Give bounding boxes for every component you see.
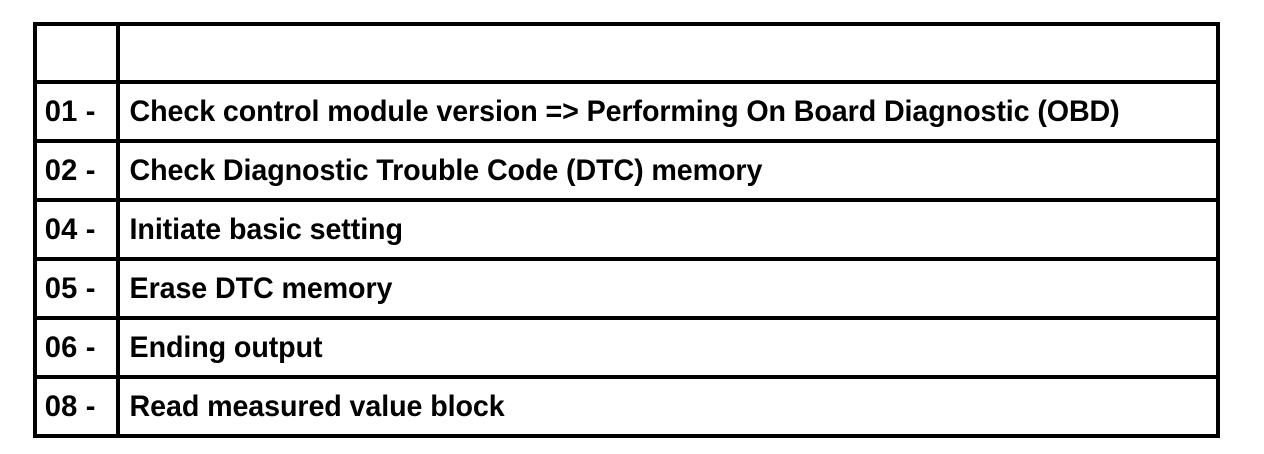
row-description-label: Ending output (129, 330, 323, 364)
row-description-label: Check control module version => Performi… (129, 94, 1120, 128)
row-description-cell: Erase DTC memory (116, 257, 1220, 320)
row-code-cell: 06 - (33, 316, 120, 379)
row-description-label: Erase DTC memory (129, 271, 393, 305)
row-description-cell: Check control module version => Performi… (116, 80, 1220, 143)
header-cell-code (33, 22, 120, 84)
row-description-label: Check Diagnostic Trouble Code (DTC) memo… (129, 153, 763, 187)
table-row[interactable]: 01 - Check control module version => Per… (33, 80, 1220, 143)
table-row[interactable]: 05 - Erase DTC memory (33, 257, 1220, 320)
diagnostic-function-table: 01 - Check control module version => Per… (33, 22, 1220, 438)
row-code-cell: 02 - (33, 139, 120, 202)
row-code-cell: 05 - (33, 257, 120, 320)
row-code-label: 02 - (44, 153, 96, 187)
row-code-label: 05 - (44, 271, 96, 305)
header-cell-description (116, 22, 1220, 84)
row-code-label: 06 - (44, 330, 96, 364)
table-body: 01 - Check control module version => Per… (33, 22, 1220, 438)
table-header-row (33, 22, 1220, 84)
row-description-cell: Initiate basic setting (116, 198, 1220, 261)
table-row[interactable]: 04 - Initiate basic setting (33, 198, 1220, 261)
row-code-cell: 08 - (33, 375, 120, 438)
row-description-cell: Ending output (116, 316, 1220, 379)
table-row[interactable]: 08 - Read measured value block (33, 375, 1220, 438)
row-code-label: 04 - (44, 212, 96, 246)
row-code-cell: 04 - (33, 198, 120, 261)
row-code-label: 01 - (44, 94, 96, 128)
table-row[interactable]: 02 - Check Diagnostic Trouble Code (DTC)… (33, 139, 1220, 202)
row-code-cell: 01 - (33, 80, 120, 143)
row-description-cell: Check Diagnostic Trouble Code (DTC) memo… (116, 139, 1220, 202)
row-description-cell: Read measured value block (116, 375, 1220, 438)
row-description-label: Initiate basic setting (129, 212, 403, 246)
row-description-label: Read measured value block (129, 389, 505, 423)
table-row[interactable]: 06 - Ending output (33, 316, 1220, 379)
row-code-label: 08 - (44, 389, 96, 423)
